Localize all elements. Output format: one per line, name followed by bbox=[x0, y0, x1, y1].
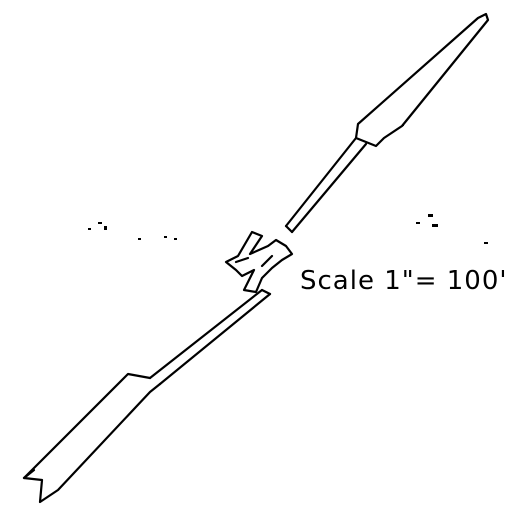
arrow-upper-shaft-end bbox=[284, 224, 294, 234]
scale-label: Scale 1"= 100' bbox=[300, 266, 508, 296]
arrow-lower-shaft-end bbox=[260, 288, 272, 296]
arrow-lower-tail-notch bbox=[22, 468, 36, 480]
compass-n-symbol bbox=[224, 230, 294, 294]
arrow-lower-shaft bbox=[148, 288, 272, 386]
compass-n-inner bbox=[234, 254, 274, 268]
scan-speckles bbox=[88, 124, 488, 244]
arrow-upper-shaft bbox=[284, 136, 368, 234]
arrow-upper-head bbox=[354, 12, 490, 148]
arrow-lower-tail bbox=[22, 372, 162, 504]
